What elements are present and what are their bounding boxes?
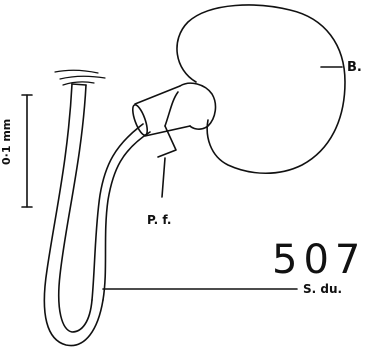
figure-number: 507 [272, 240, 366, 280]
duct-inner-right [92, 124, 143, 300]
label-sdu: S. du. [303, 283, 342, 295]
duct-inner-left [59, 85, 92, 332]
pf-pointer [162, 158, 165, 197]
scale-label: 0·1 mm [1, 119, 12, 165]
bulb-outline [177, 5, 345, 173]
duct-cap [72, 84, 86, 85]
label-bulb: B. [347, 61, 362, 74]
pf-funnel [130, 83, 216, 157]
duct-outer-left [44, 84, 103, 346]
label-pf: P. f. [147, 214, 171, 226]
duct-outer-right [103, 132, 150, 300]
scale-bar [22, 95, 32, 207]
duct-end-hatching [55, 70, 105, 85]
